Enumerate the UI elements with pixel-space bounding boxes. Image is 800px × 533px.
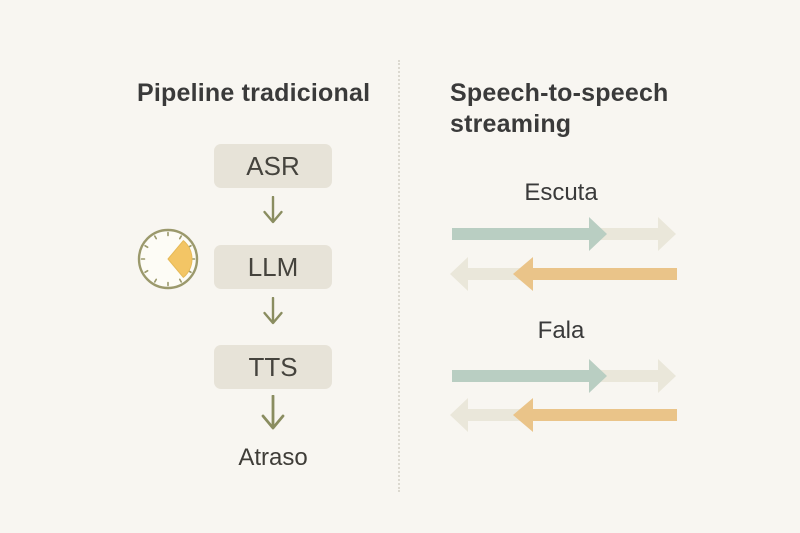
panel-divider	[398, 60, 400, 492]
stream-arrow-trail-right	[550, 217, 676, 251]
pipeline-stage-label-asr: ASR	[246, 150, 300, 181]
stream-arrow-trail-right	[550, 359, 676, 393]
listen-stream-arrows-right	[452, 217, 676, 251]
stream-arrow-input-right	[452, 217, 607, 251]
right-panel-title: Speech-to-speech streaming	[450, 79, 669, 138]
stream-arrow-output-left	[513, 398, 677, 432]
clock-ticks	[140, 231, 196, 287]
flow-down-arrow-icon	[261, 395, 285, 430]
delay-label: Atraso	[238, 444, 308, 471]
stream-arrow-output-left	[513, 257, 677, 291]
speak-stream-arrows-left	[450, 398, 677, 432]
speak-section-label: Fala	[537, 317, 585, 344]
pipeline-stage-box-llm: LLM	[214, 245, 332, 289]
listen-section-label: Escuta	[524, 179, 598, 206]
stream-arrow-input-right	[452, 359, 607, 393]
pipeline-stage-label-llm: LLM	[247, 251, 299, 282]
listen-stream-arrows-left	[450, 257, 677, 291]
flow-down-arrow-icon	[263, 297, 283, 325]
pipeline-stage-label-tts: TTS	[248, 351, 298, 382]
speak-stream-arrows-right	[452, 359, 676, 393]
pipeline-stage-box-tts: TTS	[214, 345, 332, 389]
latency-clock-icon	[137, 228, 199, 290]
stream-arrow-trail-left	[450, 398, 548, 432]
pipeline-stage-box-asr: ASR	[214, 144, 332, 188]
stream-arrow-trail-left	[450, 257, 548, 291]
left-panel-title: Pipeline tradicional	[137, 79, 371, 107]
flow-down-arrow-icon	[263, 196, 283, 224]
clock-elapsed-wedge	[167, 240, 193, 278]
